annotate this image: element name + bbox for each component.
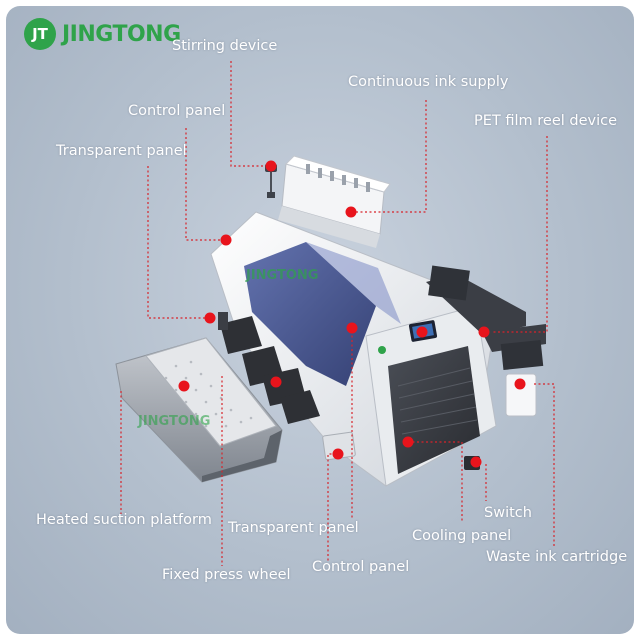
dot-control-panel-bottom	[332, 448, 344, 460]
callout-dots	[178, 160, 526, 468]
heated-suction-platform	[115, 337, 283, 483]
printer-diagram	[115, 61, 555, 566]
ink-supply-unit	[278, 155, 391, 248]
label-pet-film-reel-device: PET film reel device	[474, 113, 618, 129]
logo-text: JINGTONG	[62, 21, 181, 47]
dot-stirring-device	[265, 160, 277, 172]
machine-watermark: JINGTONG	[246, 268, 319, 283]
dot-switch	[470, 456, 482, 468]
dot-transparent-panel-left	[204, 312, 216, 324]
dot-waste-ink-cartridge	[514, 378, 526, 390]
dot-transparent-panel-bottom	[346, 322, 358, 334]
label-control-panel-top: Control panel	[128, 103, 226, 119]
logo-badge: JT	[24, 18, 56, 50]
label-continuous-ink-supply: Continuous ink supply	[348, 74, 509, 90]
label-cooling-panel: Cooling panel	[412, 528, 512, 544]
callout-leaders	[120, 61, 555, 566]
label-waste-ink-cartridge: Waste ink cartridge	[486, 549, 628, 565]
dot-fixed-press-wheel	[270, 376, 282, 388]
image-frame: JT JINGTONG	[6, 6, 634, 634]
dot-control-panel-top	[220, 234, 232, 246]
brand-logo: JT JINGTONG	[24, 16, 181, 52]
dot-cooling-panel	[402, 436, 414, 448]
dot-pet-film-reel-device	[478, 326, 490, 338]
label-fixed-press-wheel: Fixed press wheel	[162, 567, 291, 583]
dot-continuous-ink-supply	[345, 206, 357, 218]
label-transparent-panel-left: Transparent panel	[56, 143, 187, 159]
label-control-panel-bottom: Control panel	[312, 559, 410, 575]
dot-control-screen	[416, 326, 428, 338]
dot-heated-suction-platform	[178, 380, 190, 392]
label-stirring-device: Stirring device	[172, 38, 278, 54]
platform-watermark: JINGTONG	[138, 414, 211, 429]
pet-film-reel-device	[426, 265, 546, 371]
label-transparent-panel-bottom: Transparent panel	[228, 520, 359, 536]
label-heated-suction-platform: Heated suction platform	[36, 512, 212, 528]
fixed-press-wheel	[218, 312, 320, 424]
waste-ink-cartridge	[505, 373, 537, 417]
label-switch: Switch	[484, 505, 532, 521]
